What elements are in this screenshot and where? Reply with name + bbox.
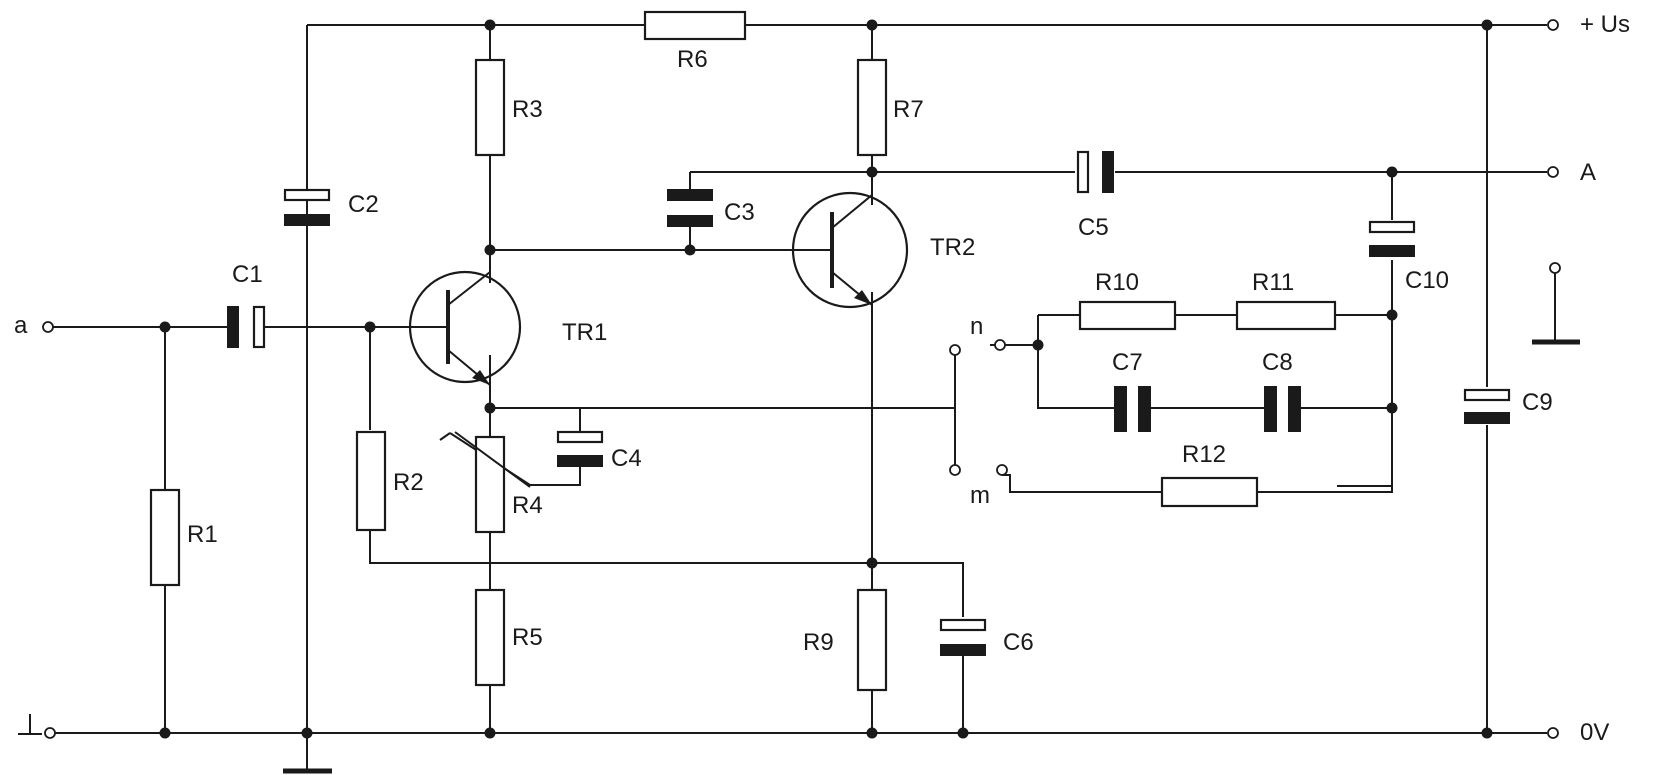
emitter-arrow-icon [472,370,490,385]
terminal-m [996,464,1008,476]
label-c9: C9 [1522,389,1553,416]
label-r6: R6 [677,46,708,73]
resistor-r7 [856,58,888,157]
wires [52,24,1547,770]
resistor-r11 [1235,300,1337,331]
label-m: m [970,482,990,509]
label-a-out: A [1580,159,1596,186]
terminal-ground-left [44,727,56,739]
label-c1: C1 [232,261,263,288]
terminal-us [1547,19,1559,31]
resistor-r10 [1078,300,1177,331]
labels: a + Us A 0V n m R1 R2 R3 R4 R5 R6 R7 R9 … [14,11,1630,746]
switch-pole-top [949,344,961,356]
label-us: + Us [1580,11,1630,38]
capacitor-c1 [227,305,266,349]
label-tr2: TR2 [930,234,975,261]
label-r3: R3 [512,96,543,123]
label-c7: C7 [1112,349,1143,376]
terminal-a [42,321,54,333]
label-r11: R11 [1252,269,1294,296]
ground-symbol-left [18,714,42,735]
label-r9: R9 [803,629,834,656]
resistor-r6 [643,10,747,41]
capacitor-c2 [283,188,331,226]
transistor-tr2 [791,172,909,320]
resistor-r1 [149,488,181,587]
emitter-arrow-icon [854,290,872,305]
terminal-n [994,339,1006,351]
terminal-0v [1547,727,1559,739]
terminal-ground-right [1549,262,1561,274]
transistor-tr1 [408,269,522,400]
resistor-r5 [474,588,506,687]
terminal-a-out [1547,166,1559,178]
label-c3: C3 [724,199,755,226]
label-n: n [970,313,983,340]
label-r1: R1 [187,521,218,548]
label-r10: R10 [1095,269,1139,296]
pot-wiper-arrow [454,431,531,488]
label-r7: R7 [893,96,924,123]
capacitor-c3 [667,189,713,227]
label-r5: R5 [512,624,543,651]
label-c10: C10 [1405,267,1449,294]
switch-pole-bottom [949,464,961,476]
capacitors [227,150,1511,656]
resistor-r9 [856,588,888,692]
label-0v: 0V [1580,719,1609,746]
label-r12: R12 [1182,441,1226,468]
terminals [42,19,1561,739]
capacitor-c4 [556,430,604,467]
label-r2: R2 [393,469,424,496]
label-c2: C2 [348,191,379,218]
resistor-r2 [355,430,387,532]
label-tr1: TR1 [562,319,607,346]
capacitor-c10 [1368,220,1416,257]
resistor-r12 [1160,476,1259,508]
resistors [149,10,1337,692]
capacitor-c7 [1114,386,1151,432]
label-c8: C8 [1262,349,1293,376]
capacitor-c9 [1463,388,1511,424]
label-r4: R4 [512,492,543,519]
label-c5: C5 [1078,214,1109,241]
resistor-r3 [474,58,506,157]
capacitor-c8 [1264,386,1301,432]
label-a: a [14,312,28,339]
resistor-r4 [474,435,506,534]
label-c4: C4 [611,445,642,472]
label-c6: C6 [1003,629,1034,656]
ground-symbol-right [1532,272,1580,345]
capacitor-c6 [939,618,987,656]
capacitor-c5 [1076,150,1114,194]
